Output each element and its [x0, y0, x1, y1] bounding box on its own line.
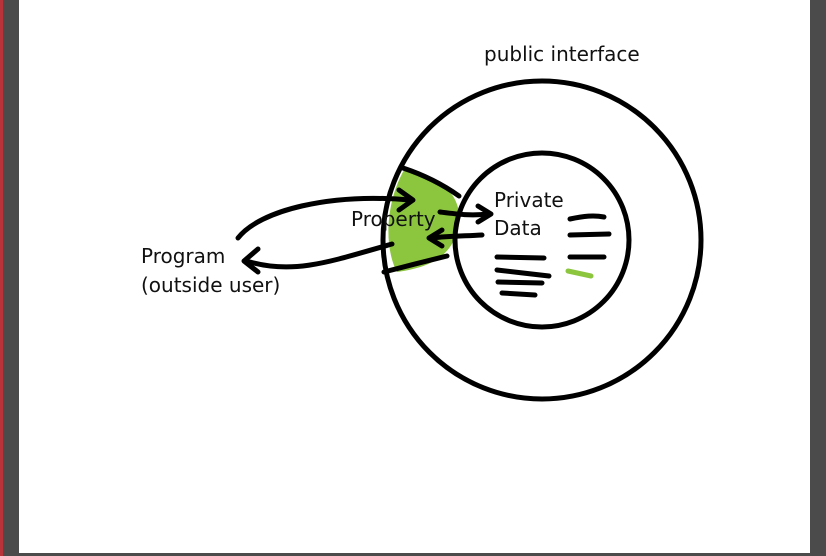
program-label-line-2: (outside user)	[141, 273, 280, 297]
data-line-5	[494, 267, 552, 279]
property-label: Property	[351, 207, 436, 231]
program-to-property-arrowhead	[396, 187, 416, 213]
program-label-line-1: Program	[141, 244, 225, 268]
data-line-1	[567, 213, 607, 222]
public-interface-label: public interface	[484, 42, 640, 66]
public-interface-circle	[380, 78, 704, 402]
private-to-property-arrow	[429, 232, 485, 241]
canvas-left-edge	[0, 0, 3, 556]
data-line-7	[499, 290, 538, 298]
data-line-6	[495, 279, 545, 286]
program-to-property-arrow	[235, 195, 413, 241]
data-line-highlight	[565, 268, 594, 279]
private-to-property-arrowhead	[426, 227, 445, 249]
property-to-program-arrow	[247, 241, 395, 270]
property-to-private-arrowhead	[475, 203, 494, 225]
data-line-2	[567, 231, 612, 238]
data-line-4	[494, 254, 547, 261]
private-data-label-line-1: Private	[494, 188, 564, 212]
property-bottom-boundary	[381, 253, 450, 275]
private-data-circle	[452, 150, 632, 330]
private-data-label-line-2: Data	[494, 216, 542, 240]
drawing-canvas	[19, 0, 810, 553]
property-to-private-arrow	[437, 209, 491, 218]
property-to-program-arrowhead	[241, 246, 261, 275]
property-top-boundary	[400, 165, 462, 199]
